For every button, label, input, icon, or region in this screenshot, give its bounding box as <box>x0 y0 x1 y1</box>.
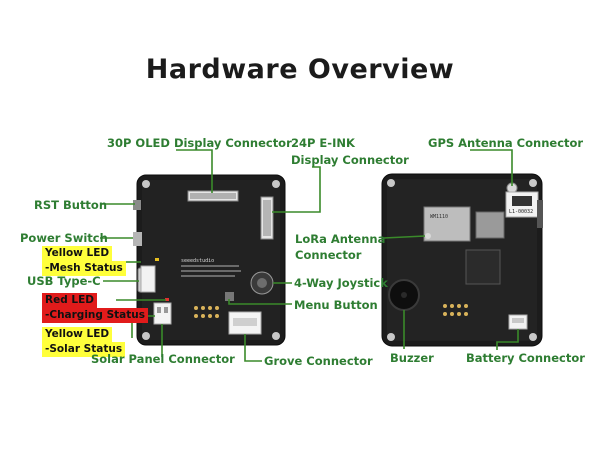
page-title: Hardware Overview <box>145 54 455 85</box>
tag-solar-led-line1: Yellow LED <box>42 327 113 342</box>
label-usb-c: USB Type-C <box>27 274 101 288</box>
tag-charge-led-line1: Red LED <box>42 293 97 308</box>
menu-button <box>225 292 234 301</box>
label-eink-line2: Display Connector <box>291 153 409 167</box>
power-switch <box>133 232 142 246</box>
front-board: seeedstudio <box>133 174 286 346</box>
label-lora-line1: LoRa Antenna <box>295 232 386 246</box>
label-rst-button: RST Button <box>34 198 108 212</box>
id-sticker-text: L1-00032 <box>509 209 533 215</box>
label-joystick: 4-Way Joystick <box>294 276 388 290</box>
label-buzzer: Buzzer <box>390 351 434 365</box>
label-menu-button: Menu Button <box>294 298 378 312</box>
tag-mesh-led-line1: Yellow LED <box>42 246 113 261</box>
module-label: WM1110 <box>430 214 448 220</box>
lora-module <box>423 206 471 242</box>
back-board: L1-00032 WM1110 <box>381 173 543 347</box>
label-gps-antenna: GPS Antenna Connector <box>428 136 584 150</box>
label-solar-connector: Solar Panel Connector <box>91 352 235 366</box>
label-eink-line1: 24P E-INK <box>291 136 355 150</box>
brand-silkscreen: seeedstudio <box>181 258 214 264</box>
label-oled-connector: 30P OLED Display Connector <box>107 136 292 150</box>
rst-button <box>133 200 141 210</box>
label-grove-connector: Grove Connector <box>264 354 373 368</box>
label-power-switch: Power Switch <box>20 231 108 245</box>
tag-solar-led-line2: -Solar Status <box>42 342 126 357</box>
label-lora-line2: Connector <box>295 248 362 262</box>
tag-charge-led-line2: -Charging Status <box>42 308 148 323</box>
label-battery-connector: Battery Connector <box>466 351 585 365</box>
solar-connector <box>153 302 172 325</box>
tag-mesh-led-line2: -Mesh Status <box>42 261 126 276</box>
leader-lines <box>100 149 519 362</box>
